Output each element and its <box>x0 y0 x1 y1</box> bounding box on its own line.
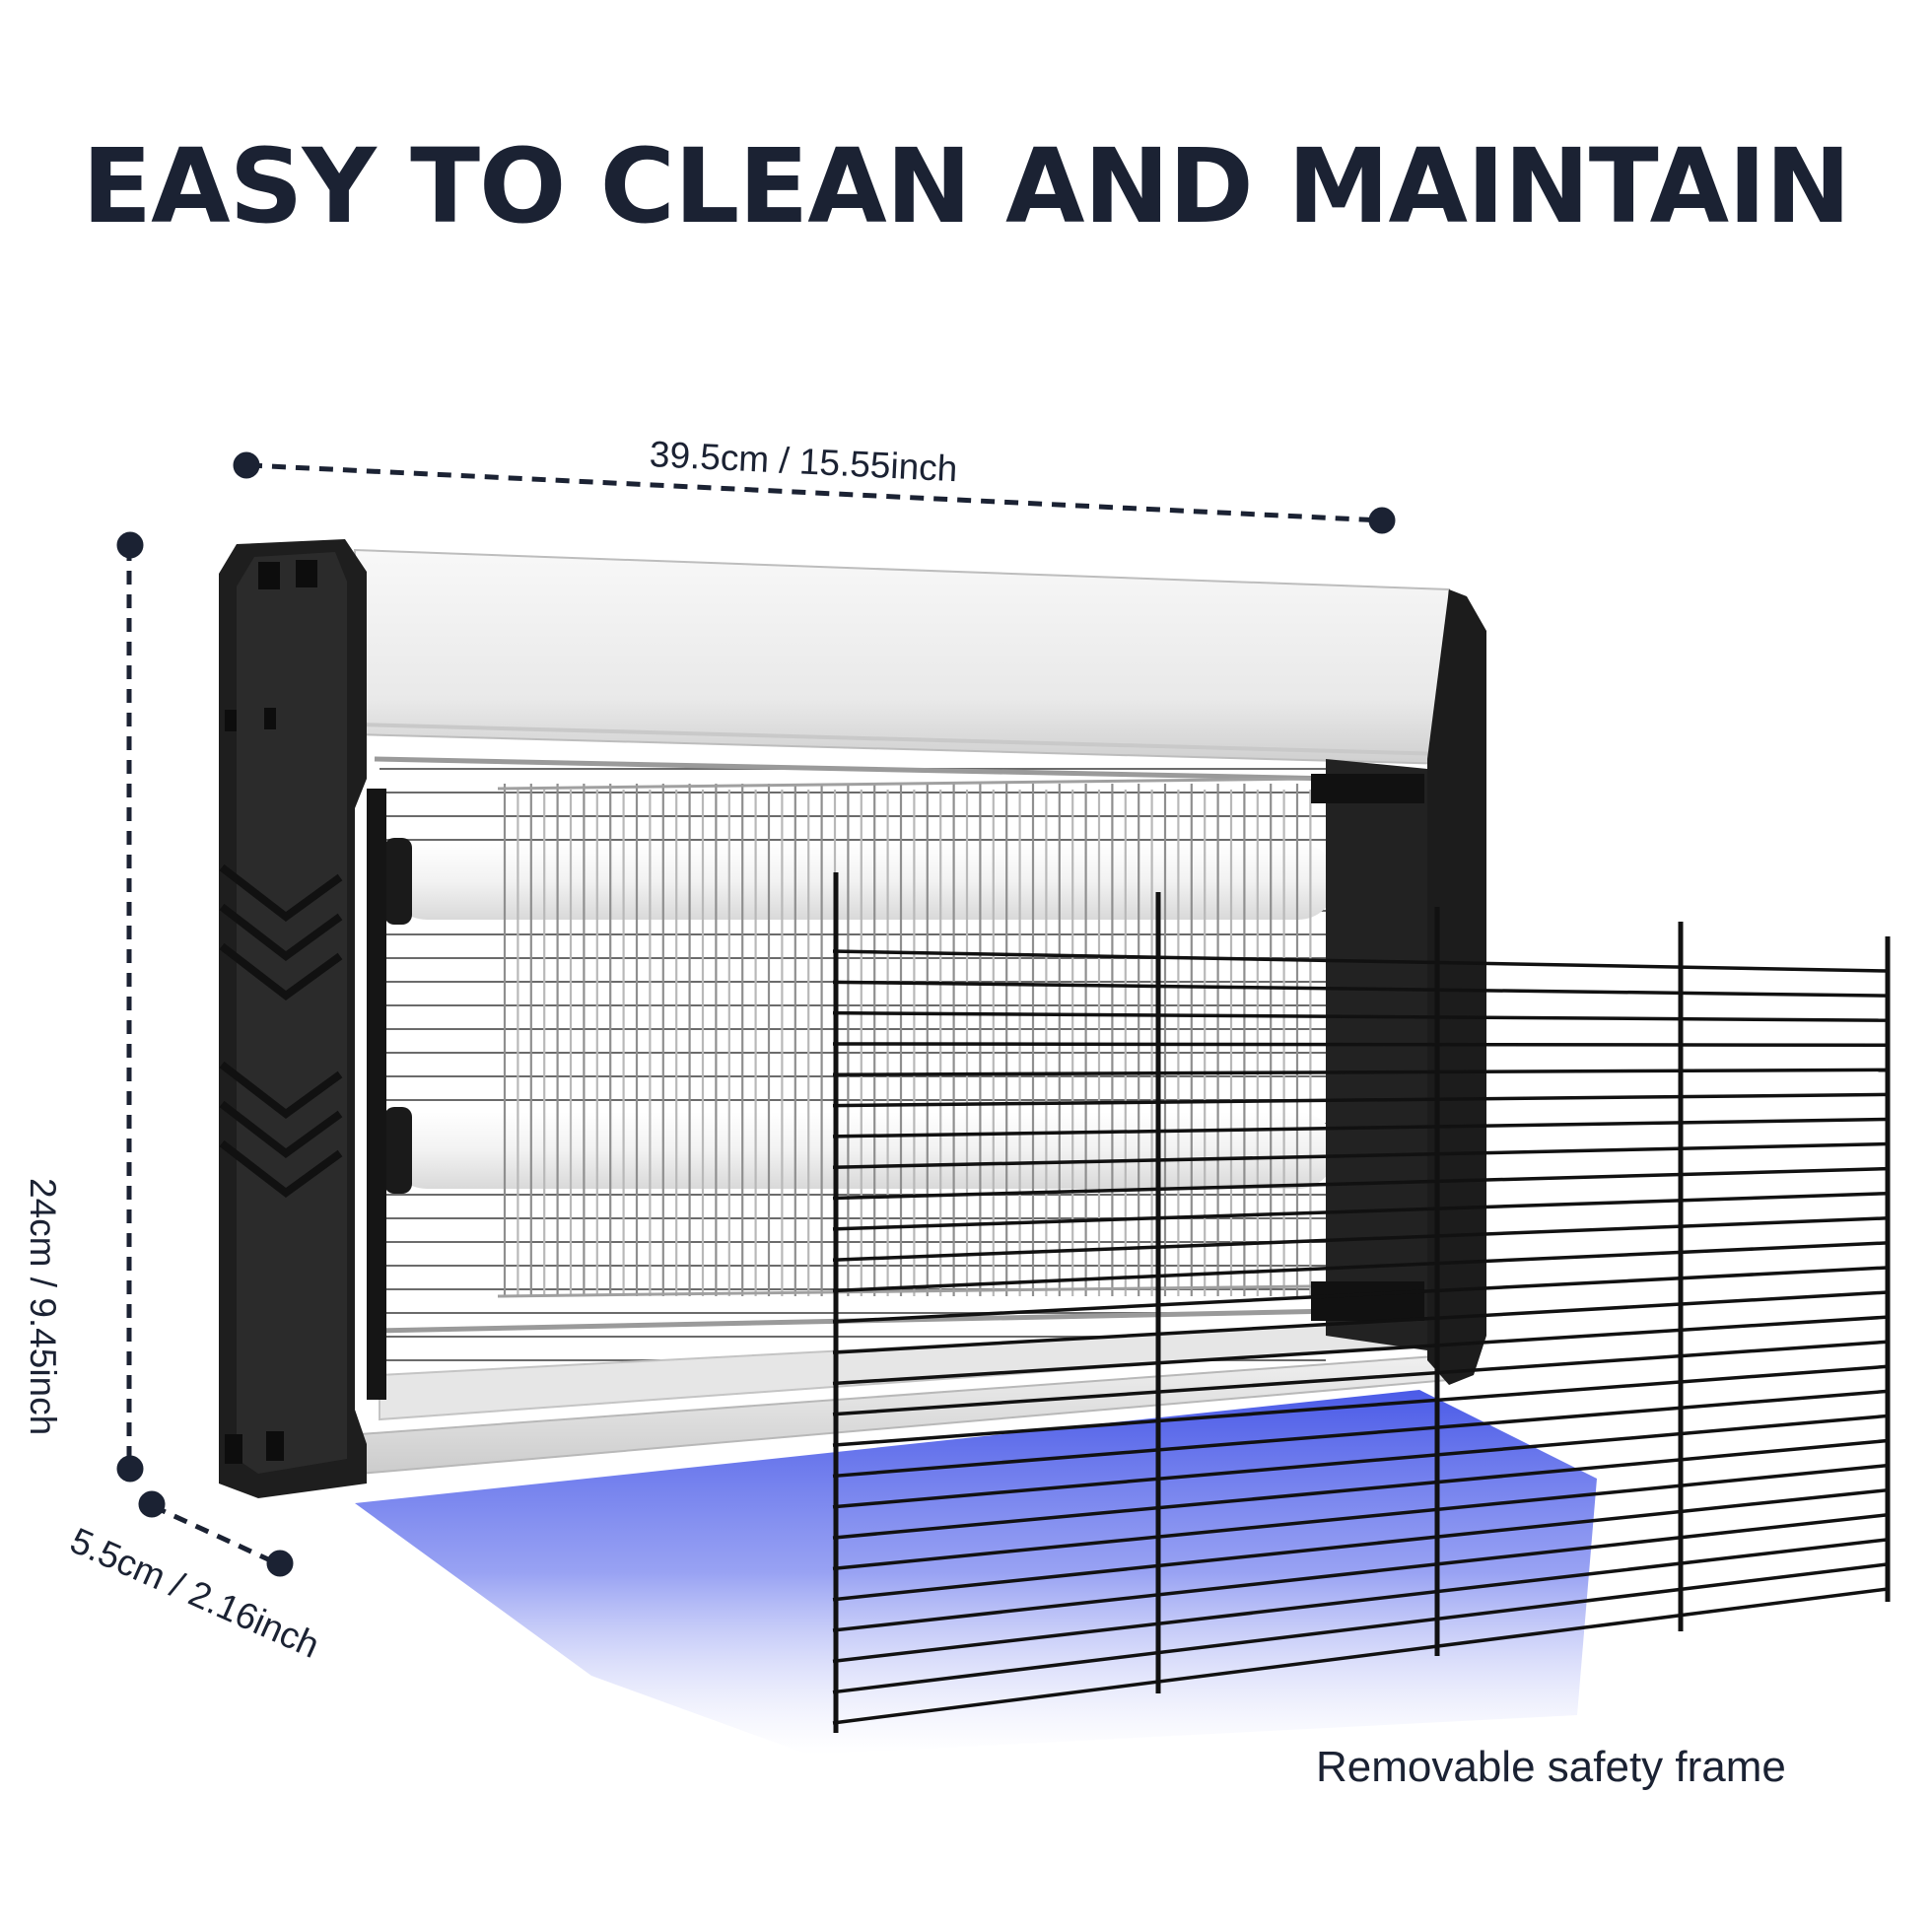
height-dimension-line <box>116 531 144 1483</box>
right-housing <box>1311 589 1486 1385</box>
height-dimension-label: 24cm / 9.45inch <box>23 1178 63 1436</box>
depth-dimension-line <box>138 1490 294 1577</box>
page-title: EASY TO CLEAN AND MAINTAIN <box>82 126 1851 246</box>
uv-glow <box>355 1390 1597 1755</box>
left-housing <box>219 539 386 1498</box>
safety-frame-caption: Removable safety frame <box>1316 1743 1786 1791</box>
top-panel <box>354 548 1450 766</box>
width-dimension-line <box>233 451 1396 534</box>
removable-safety-frame <box>832 872 1891 1733</box>
